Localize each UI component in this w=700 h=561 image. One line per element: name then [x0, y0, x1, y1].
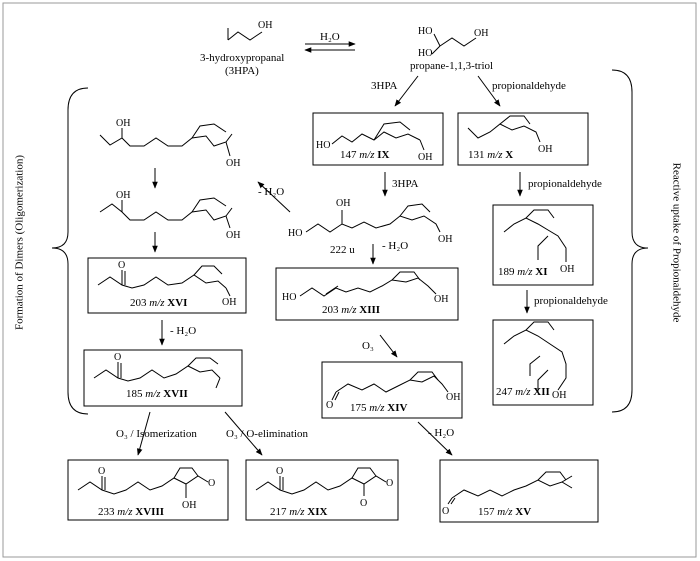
atom-oh-enol2-ring: OH [226, 230, 240, 241]
atom-oh-3hpa: OH [258, 20, 272, 31]
arrow-label-o3-elimination: O₃ / O-elimination [226, 428, 309, 440]
mol-enol-2 [99, 203, 233, 221]
atom-oh-xiv: OH [446, 392, 460, 403]
atom-oh-xvi: OH [222, 297, 236, 308]
atom-oh-xviii: OH [182, 500, 196, 511]
atom-oh-ix: OH [418, 152, 432, 163]
atom-o-xvii: O [114, 352, 121, 363]
atom-oh-xiii: OH [434, 294, 448, 305]
arrow-xiii-to-xiv [379, 334, 398, 358]
box-xix [245, 459, 399, 521]
arrow-to-x [477, 75, 501, 107]
mol-xvi [97, 274, 227, 289]
atom-oh-enol-ring: OH [226, 158, 240, 169]
box-xv [439, 459, 599, 523]
box-xvi [87, 257, 247, 314]
caption-xix: 217 m/z XIX [270, 506, 328, 518]
arrow-label-3hpa-2: 3HPA [392, 178, 419, 190]
arrow-to-xix [224, 411, 263, 456]
atom-ho-xiii: HO [282, 292, 296, 303]
mol-222 [305, 215, 441, 233]
side-label-left: Formation of Dimers (Oligomerization) [13, 154, 26, 331]
label-3hpa-abbr: (3HPA) [225, 65, 259, 77]
atom-ho-triol-2: HO [418, 48, 432, 59]
arrow-to-ix [394, 75, 419, 107]
mol-xii [503, 329, 567, 391]
atom-o-xiv: O [326, 400, 333, 411]
caption-xiii: 203 m/z XIII [322, 304, 381, 316]
mol-xix [255, 475, 387, 495]
caption-xi: 189 m/z XI [498, 266, 548, 278]
atom-oh-triol-3: OH [474, 28, 488, 39]
mol-ix [331, 131, 421, 145]
caption-xvii: 185 m/z XVII [126, 388, 188, 400]
mol-xi [503, 217, 567, 262]
atom-o-xviii-ald: O [208, 478, 215, 489]
arrow-to-xviii [136, 411, 151, 456]
atom-oh-enol2: OH [116, 190, 130, 201]
atom-o-xv: O [442, 506, 449, 517]
atom-o-xvi: O [118, 260, 125, 271]
right-brace [611, 69, 649, 413]
caption-xii: 247 m/z XII [496, 386, 550, 398]
side-label-right: Reactive uptake of Propionaldehyde [670, 162, 683, 323]
mol-xvii [93, 365, 221, 382]
arrow-label-h2o-xvi: - H₂O [170, 325, 197, 337]
atom-ho-ix: HO [316, 140, 330, 151]
atom-o-xviii: O [98, 466, 105, 477]
label-water: H₂O [320, 31, 340, 43]
left-brace [51, 87, 89, 415]
atom-ho-triol-1: HO [418, 26, 432, 37]
box-xii [492, 319, 594, 406]
mol-xv [451, 479, 573, 499]
arrow-label-o3: O₃ [362, 340, 374, 352]
atom-oh-enol: OH [116, 118, 130, 129]
caption-xvi: 203 m/z XVI [130, 297, 188, 309]
mol-xiii [299, 277, 437, 297]
atom-oh-x: OH [538, 144, 552, 155]
atom-oh-xi: OH [560, 264, 574, 275]
label-3hpa-name: 3-hydroxypropanal [200, 52, 285, 64]
mol-enol-acetal [99, 133, 233, 147]
arrow-label-o3-isomerization: O₃ / Isomerization [116, 428, 197, 440]
box-xvii [83, 349, 243, 407]
box-xiii [275, 267, 459, 321]
arrow-222-to-enol [257, 181, 291, 213]
box-xviii [67, 459, 229, 521]
caption-xv: 157 m/z XV [478, 506, 532, 518]
atom-o-xix-ald: O [360, 498, 367, 509]
caption-xviii: 233 m/z XVIII [98, 506, 165, 518]
caption-x: 131 m/z X [468, 149, 514, 161]
arrow-xiv-to-xv [417, 421, 453, 456]
atom-oh-222a: OH [336, 198, 350, 209]
label-triol-name: propane-1,1,3-triol [410, 60, 494, 72]
arrow-label-3hpa-1: 3HPA [371, 80, 398, 92]
box-xi [492, 204, 594, 286]
box-x [457, 112, 589, 166]
arrow-label-h2o-left: - H₂O [258, 186, 285, 198]
mol-x [467, 123, 541, 143]
mol-xiv [335, 375, 449, 393]
arrow-label-prop-1: propionaldehyde [492, 80, 566, 92]
arrow-label-prop-3: propionaldehyde [534, 295, 608, 307]
mol-xviii [77, 475, 209, 495]
atom-ho-222: HO [288, 228, 302, 239]
caption-222u: 222 u [330, 244, 355, 256]
box-ix [312, 112, 444, 166]
caption-xiv: 175 m/z XIV [350, 402, 408, 414]
caption-ix: 147 m/z IX [340, 149, 390, 161]
box-xiv [321, 361, 463, 419]
arrow-label-h2o-mid: - H₂O [382, 240, 409, 252]
atom-o-xix: O [276, 466, 283, 477]
mol-3hpa [227, 31, 263, 41]
mol-triol [439, 37, 477, 47]
atom-o-xix-ald2: O [386, 478, 393, 489]
arrow-label-h2o-xv: - H₂O [428, 427, 455, 439]
atom-oh-xii: OH [552, 390, 566, 401]
atom-oh-222b: OH [438, 234, 452, 245]
arrow-label-prop-2: propionaldehyde [528, 178, 602, 190]
